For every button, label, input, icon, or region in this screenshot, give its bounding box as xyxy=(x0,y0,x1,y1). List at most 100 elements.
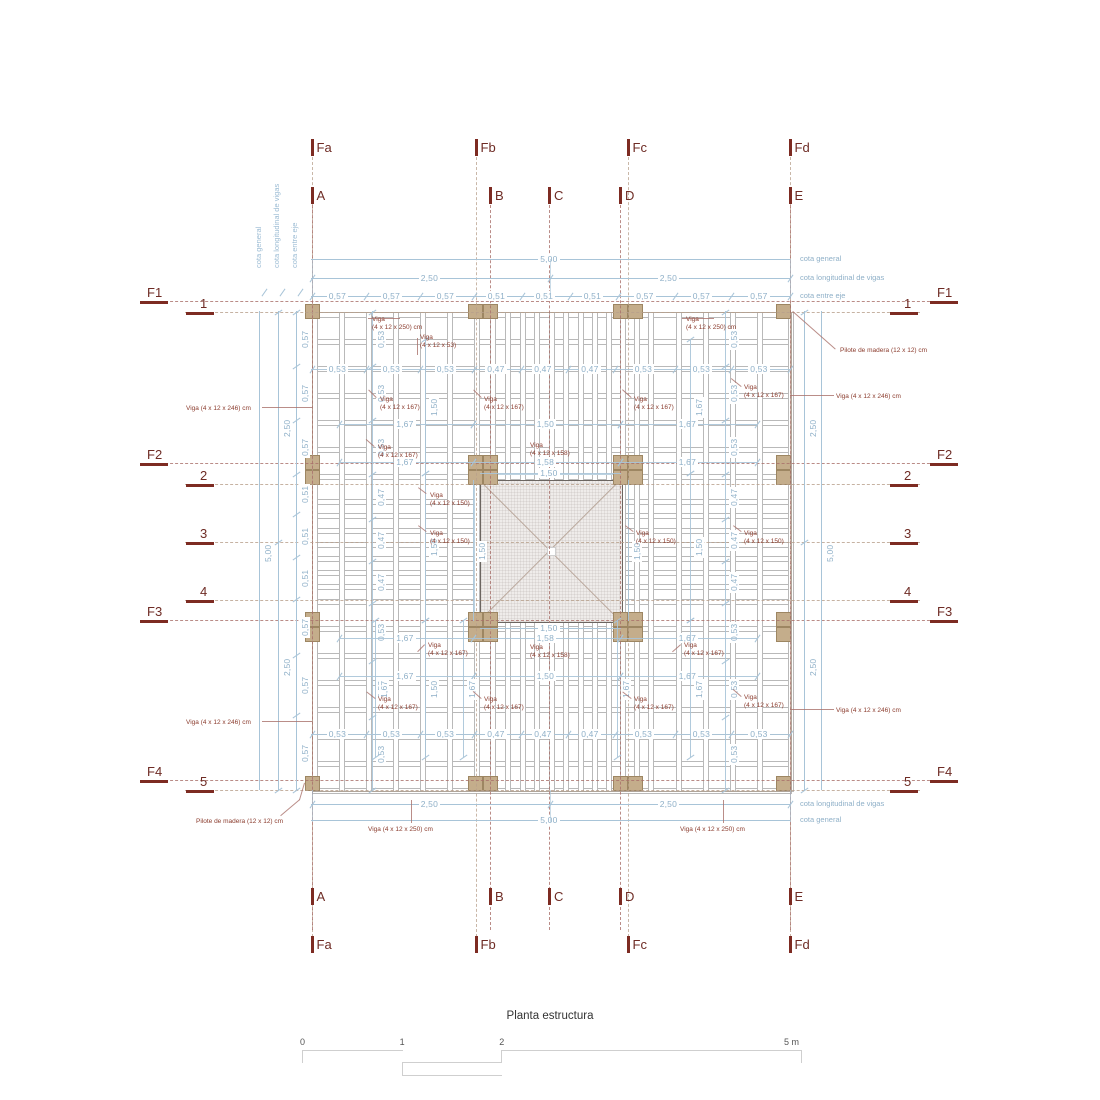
scale-tick-1: 1 xyxy=(399,1037,405,1047)
dim-left-entre-eje-2: 0,57 xyxy=(299,436,310,459)
dim-top-entre-eje-8: 0,57 xyxy=(748,290,770,301)
dim-slab-top-0: 1,50 xyxy=(538,467,560,478)
note-beam-250-tl: Viga (4 x 12 x 250) cm xyxy=(372,316,423,331)
dim-inner-row-lower-0: 0,53 xyxy=(326,728,349,739)
dim-inner-row-upper-1: 0,53 xyxy=(380,363,403,374)
dim-line-spanv-l3-0 xyxy=(616,620,618,757)
dim-left-entre-eje-3: 0,51 xyxy=(299,483,310,506)
dim-inner-col-left-5: 0,47 xyxy=(375,571,386,594)
dim-span-lower-b-2: 1,67 xyxy=(676,670,699,681)
dim-right-longitudinal-0: 2,50 xyxy=(807,417,818,439)
dim-line-left-longitudinal xyxy=(277,311,279,790)
slab-center-node xyxy=(546,546,556,556)
leader-line xyxy=(368,318,400,319)
dim-spanv-right-2: 1,67 xyxy=(693,678,704,701)
axis-right-F3-label: F3 xyxy=(937,603,953,619)
note-beam-167-5: Viga (4 x 12 x 167) xyxy=(378,444,418,459)
leader-line xyxy=(790,395,834,396)
dim-line-left-general xyxy=(258,311,260,790)
dim-left-entre-eje-1: 0,57 xyxy=(299,382,310,405)
dim-left-general-0: 5,00 xyxy=(262,542,273,564)
dim-top-longitudinal-1: 2,50 xyxy=(657,272,680,283)
dim-span-lower-b-0: 1,67 xyxy=(394,670,416,681)
dim-span-lower-b-1: 1,50 xyxy=(534,670,557,681)
dim-span-upper-a-0: 1,67 xyxy=(394,418,416,429)
axis-bottom-Fc-marker xyxy=(626,936,630,953)
note-beam-167-9: Viga (4 x 12 x 167) xyxy=(484,696,524,711)
dim-left-entre-eje-8: 0,57 xyxy=(299,742,310,764)
dim-inner-col-left-3: 0,47 xyxy=(375,486,386,508)
legend-top-longitudinal: cota longitudinal de vigas xyxy=(800,272,885,282)
dim-bottom-longitudinal-1: 2,50 xyxy=(657,798,680,809)
note-beam-246-right-top: Viga (4 x 12 x 246) cm xyxy=(836,393,901,400)
dim-inner-row-lower-7: 0,53 xyxy=(690,728,713,739)
pile-wood-column xyxy=(628,470,643,485)
axis-line-r3 xyxy=(185,542,920,543)
dim-inner-row-upper-2: 0,53 xyxy=(434,363,457,374)
axis-bottom-Fd-marker xyxy=(788,936,792,953)
axis-top-Fa-label: Fa xyxy=(316,140,332,155)
note-beam-167-3: Viga (4 x 12 x 167) xyxy=(634,396,674,411)
dim-right-longitudinal-1: 2,50 xyxy=(807,656,818,678)
dim-top-entre-eje-3: 0,51 xyxy=(485,290,508,301)
dim-line-spanv-right-2 xyxy=(689,620,691,757)
dim-top-general-0: 5,00 xyxy=(538,253,560,264)
axis-bottom-C-label: C xyxy=(554,889,564,904)
axis-bottom-Fa-label: Fa xyxy=(316,937,332,952)
pile-wood-column xyxy=(628,627,643,642)
legend-bottom-general: cota general xyxy=(800,814,842,824)
dim-slab-right xyxy=(627,479,629,621)
axis-top-D-marker xyxy=(619,187,622,204)
axis-bottom-Fd-label: Fd xyxy=(794,937,810,952)
axis-left-2-label: 2 xyxy=(200,468,208,483)
leader-line xyxy=(682,318,714,319)
dim-top-entre-eje-0: 0,57 xyxy=(326,290,349,301)
legend-left-general: cota general xyxy=(254,226,263,268)
dim-inner-col-right-1: 0,53 xyxy=(728,382,739,405)
dim-span-lower-a-2: 1,67 xyxy=(676,632,699,643)
axis-left-4-marker xyxy=(186,600,214,603)
note-beam-167-2: Viga (4 x 12 x 167) xyxy=(484,396,524,411)
axis-right-5-label: 5 xyxy=(904,773,912,789)
legend-left-entre-eje: cota entre eje xyxy=(290,222,299,268)
axis-top-E-marker xyxy=(788,187,792,204)
axis-top-Fd-marker xyxy=(788,139,792,156)
note-beam-246-right-bot: Viga (4 x 12 x 246) cm xyxy=(836,707,901,714)
dim-left-longitudinal-1: 2,50 xyxy=(281,656,292,678)
axis-top-D-label: D xyxy=(625,188,635,203)
dim-line-right-general xyxy=(820,311,822,790)
note-beam-250-b1: Viga (4 x 12 x 250) cm xyxy=(368,826,433,833)
dim-span-lower-a-1: 1,58 xyxy=(534,632,557,643)
page-title: Planta estructura xyxy=(506,1010,594,1022)
scale-tick-2: 2 xyxy=(499,1037,505,1047)
leader-line xyxy=(262,721,312,722)
leader-line xyxy=(723,800,724,823)
axis-left-3-marker xyxy=(186,542,214,545)
axis-top-A-label: A xyxy=(316,188,326,203)
dim-inner-col-left-0: 0,53 xyxy=(375,328,386,351)
axis-bottom-Fa-marker xyxy=(310,936,314,953)
dim-ext xyxy=(789,258,791,299)
dim-ext-b xyxy=(549,790,551,822)
dim-line-spanv-left-1 xyxy=(424,473,426,620)
axis-line-r4 xyxy=(185,600,920,601)
leader-line xyxy=(792,311,836,350)
axis-bottom-A-label: A xyxy=(316,889,326,904)
note-beam-167-11: Viga (4 x 12 x 167) xyxy=(744,694,784,709)
axis-bottom-C-marker xyxy=(548,888,551,905)
axis-right-3-marker xyxy=(890,542,918,545)
axis-line-C xyxy=(549,190,550,930)
axis-right-4-marker xyxy=(890,600,918,603)
note-beam-250-tr: Viga (4 x 12 x 250) cm xyxy=(686,316,737,331)
note-beam-158-top: Viga (4 x 12 x 158) xyxy=(530,442,570,457)
pile-wood-column xyxy=(776,627,791,642)
axis-bottom-D-marker xyxy=(619,888,622,905)
axis-line-F3 xyxy=(140,619,955,621)
axis-right-2-marker xyxy=(890,484,918,487)
dim-inner-row-lower-8: 0,53 xyxy=(748,728,770,739)
leader-line xyxy=(280,799,300,816)
axis-top-Fd-label: Fd xyxy=(794,140,810,155)
dim-span-upper-b-2: 1,67 xyxy=(676,456,699,467)
note-beam-150-2: Viga (4 x 12 x 150) xyxy=(430,530,470,545)
axis-right-F4-marker xyxy=(930,779,958,783)
